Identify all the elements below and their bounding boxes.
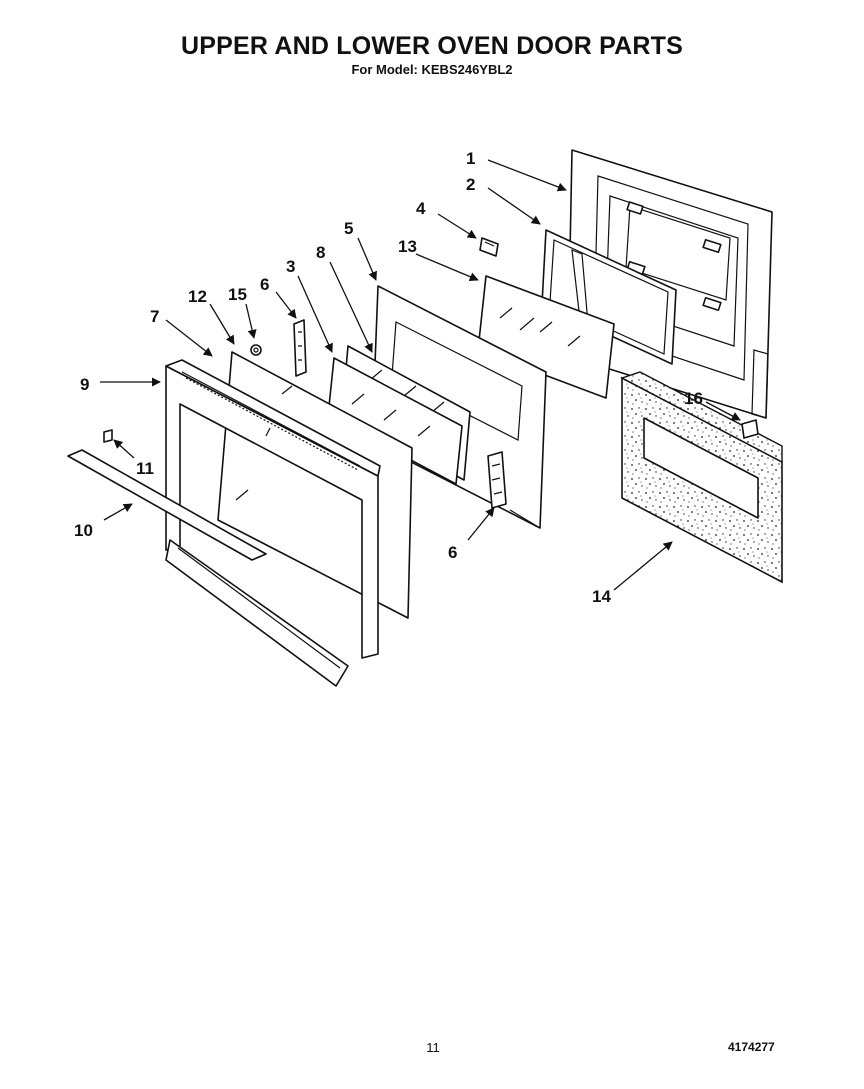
- callout-13: 13: [398, 237, 417, 256]
- callout-labels: 1 2 3 4 5 6 6 7 8 9 10 11 12 13 14 15 16: [74, 149, 703, 606]
- insulation-part-14: [620, 371, 783, 584]
- document-number: 4174277: [728, 1040, 775, 1054]
- inner-door-panel-part-1: [567, 149, 773, 419]
- callout-11: 11: [136, 459, 154, 478]
- clip-part-4: [479, 237, 499, 257]
- page-number: 11: [426, 1040, 440, 1055]
- glass-part-3: [327, 357, 463, 485]
- callout-4: 4: [416, 199, 426, 218]
- callout-6-upper: 6: [260, 275, 269, 294]
- callout-9: 9: [80, 375, 89, 394]
- bottom-trim-part-10: [67, 449, 349, 687]
- callout-7: 7: [150, 307, 159, 326]
- block-part-16: [741, 419, 759, 439]
- page-title: UPPER AND LOWER OVEN DOOR PARTS: [180, 32, 684, 60]
- callout-10: 10: [74, 521, 93, 540]
- callout-1: 1: [466, 149, 475, 168]
- clip-part-11: [103, 429, 113, 443]
- callout-8: 8: [316, 243, 325, 262]
- spacer-part-15: [250, 344, 262, 356]
- callout-6-lower: 6: [448, 543, 457, 562]
- hinge-bracket-part-6-lower: [487, 451, 507, 509]
- leader-lines: [100, 159, 741, 591]
- callout-15: 15: [228, 285, 247, 304]
- callout-14: 14: [592, 587, 611, 606]
- glass-pane-part-13: [477, 275, 615, 399]
- callout-5: 5: [344, 219, 353, 238]
- callout-2: 2: [466, 175, 475, 194]
- outer-door-frame-part-9: [165, 359, 381, 659]
- callout-16: 16: [684, 389, 703, 408]
- model-subtitle: For Model: KEBS246YBL2: [351, 62, 513, 77]
- hinge-bracket-part-6-upper: [293, 319, 307, 377]
- callout-12: 12: [188, 287, 207, 306]
- callout-3: 3: [286, 257, 295, 276]
